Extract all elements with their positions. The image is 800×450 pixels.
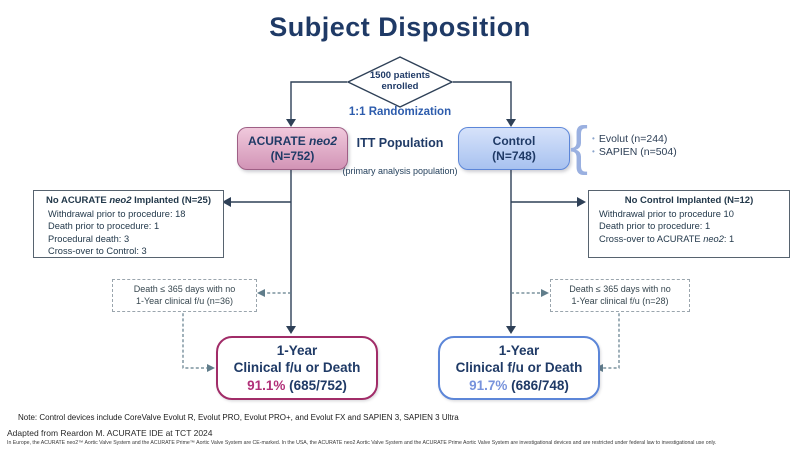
acurate-outcome-line2: Clinical f/u or Death <box>233 360 361 376</box>
acurate-outcome-result: 91.1% (685/752) <box>247 377 347 394</box>
acurate-exclusion-box: No ACURATE neo2 Implanted (N=25) Withdra… <box>33 190 224 258</box>
acurate-outcome-line1: 1-Year <box>276 343 318 359</box>
list-item: Death prior to procedure: 1 <box>48 221 160 232</box>
randomization-label: 1:1 Randomization <box>348 106 452 118</box>
acurate-outcome-box: 1-Year Clinical f/u or Death 91.1% (685/… <box>216 336 378 400</box>
control-outcome-box: 1-Year Clinical f/u or Death 91.7% (686/… <box>438 336 600 400</box>
control-exclusion-items: Withdrawal prior to procedure 10 Death p… <box>599 208 789 244</box>
control-devices-note: Note: Control devices include CoreValve … <box>18 413 459 422</box>
control-arm-box: Control (N=748) <box>458 127 570 170</box>
control-outcome-line1: 1-Year <box>498 343 540 359</box>
bullet-icon: • <box>592 134 595 143</box>
control-arm-n: (N=748) <box>492 148 536 163</box>
enrollment-label: 1500 patients enrolled <box>340 70 460 93</box>
bullet-icon: • <box>592 147 595 157</box>
acurate-arm-box: ACURATE neo2 (N=752) <box>237 127 348 170</box>
control-outcome-pct: 91.7% <box>469 377 508 393</box>
list-item: Withdrawal prior to procedure: 18 <box>48 209 186 220</box>
regulatory-fineprint: In Europe, the ACURATE neo2™ Aortic Valv… <box>7 440 717 446</box>
enrollment-line1: 1500 patients <box>369 70 431 81</box>
page-title: Subject Disposition <box>269 12 531 42</box>
list-item: Cross-over to Control: 3 <box>48 245 147 256</box>
control-outcome-result: 91.7% (686/748) <box>469 377 569 394</box>
brace-icon: { <box>570 116 589 176</box>
list-item: Withdrawal prior to procedure 10 <box>599 209 734 220</box>
acurate-death-box: Death ≤ 365 days with no 1-Year clinical… <box>112 279 257 312</box>
itt-population-subtitle: (primary analysis population) <box>342 166 458 176</box>
enrollment-diamond <box>346 56 454 108</box>
list-item: Death prior to procedure: 1 <box>599 221 711 232</box>
control-device-list: •Evolut (n=244) •SAPIEN (n=504) <box>592 133 677 159</box>
list-item: •Evolut (n=244) <box>592 133 668 145</box>
control-outcome-frac: (686/748) <box>507 377 569 393</box>
control-exclusion-title: No Control Implanted (N=12) <box>624 195 754 206</box>
attribution-note: Adapted from Reardon M. ACURATE IDE at T… <box>7 428 213 438</box>
control-death-line2: 1-Year clinical f/u (n=28) <box>571 296 669 307</box>
acurate-exclusion-title: No ACURATE neo2 Implanted (N=25) <box>46 195 211 206</box>
control-death-box: Death ≤ 365 days with no 1-Year clinical… <box>550 279 690 312</box>
list-item: •SAPIEN (n=504) <box>592 146 677 159</box>
itt-population-label: ITT Population <box>356 136 444 150</box>
acurate-arm-n: (N=752) <box>270 148 315 163</box>
control-exclusion-box: No Control Implanted (N=12) Withdrawal p… <box>588 190 790 258</box>
acurate-arm-name: ACURATE neo2 <box>247 133 338 148</box>
control-death-line1: Death ≤ 365 days with no <box>569 284 671 294</box>
acurate-death-line1: Death ≤ 365 days with no <box>133 284 236 294</box>
list-item: Cross-over to ACURATE neo2: 1 <box>599 233 735 244</box>
control-outcome-line2: Clinical f/u or Death <box>455 360 583 376</box>
enrollment-line2: enrolled <box>381 81 419 93</box>
control-arm-name: Control <box>492 133 536 148</box>
acurate-exclusion-items: Withdrawal prior to procedure: 18 Death … <box>48 208 223 256</box>
acurate-outcome-frac: (685/752) <box>285 377 347 393</box>
list-item: Procedural death: 3 <box>48 233 130 244</box>
acurate-death-line2: 1-Year clinical f/u (n=36) <box>136 296 233 307</box>
acurate-outcome-pct: 91.1% <box>247 377 286 393</box>
